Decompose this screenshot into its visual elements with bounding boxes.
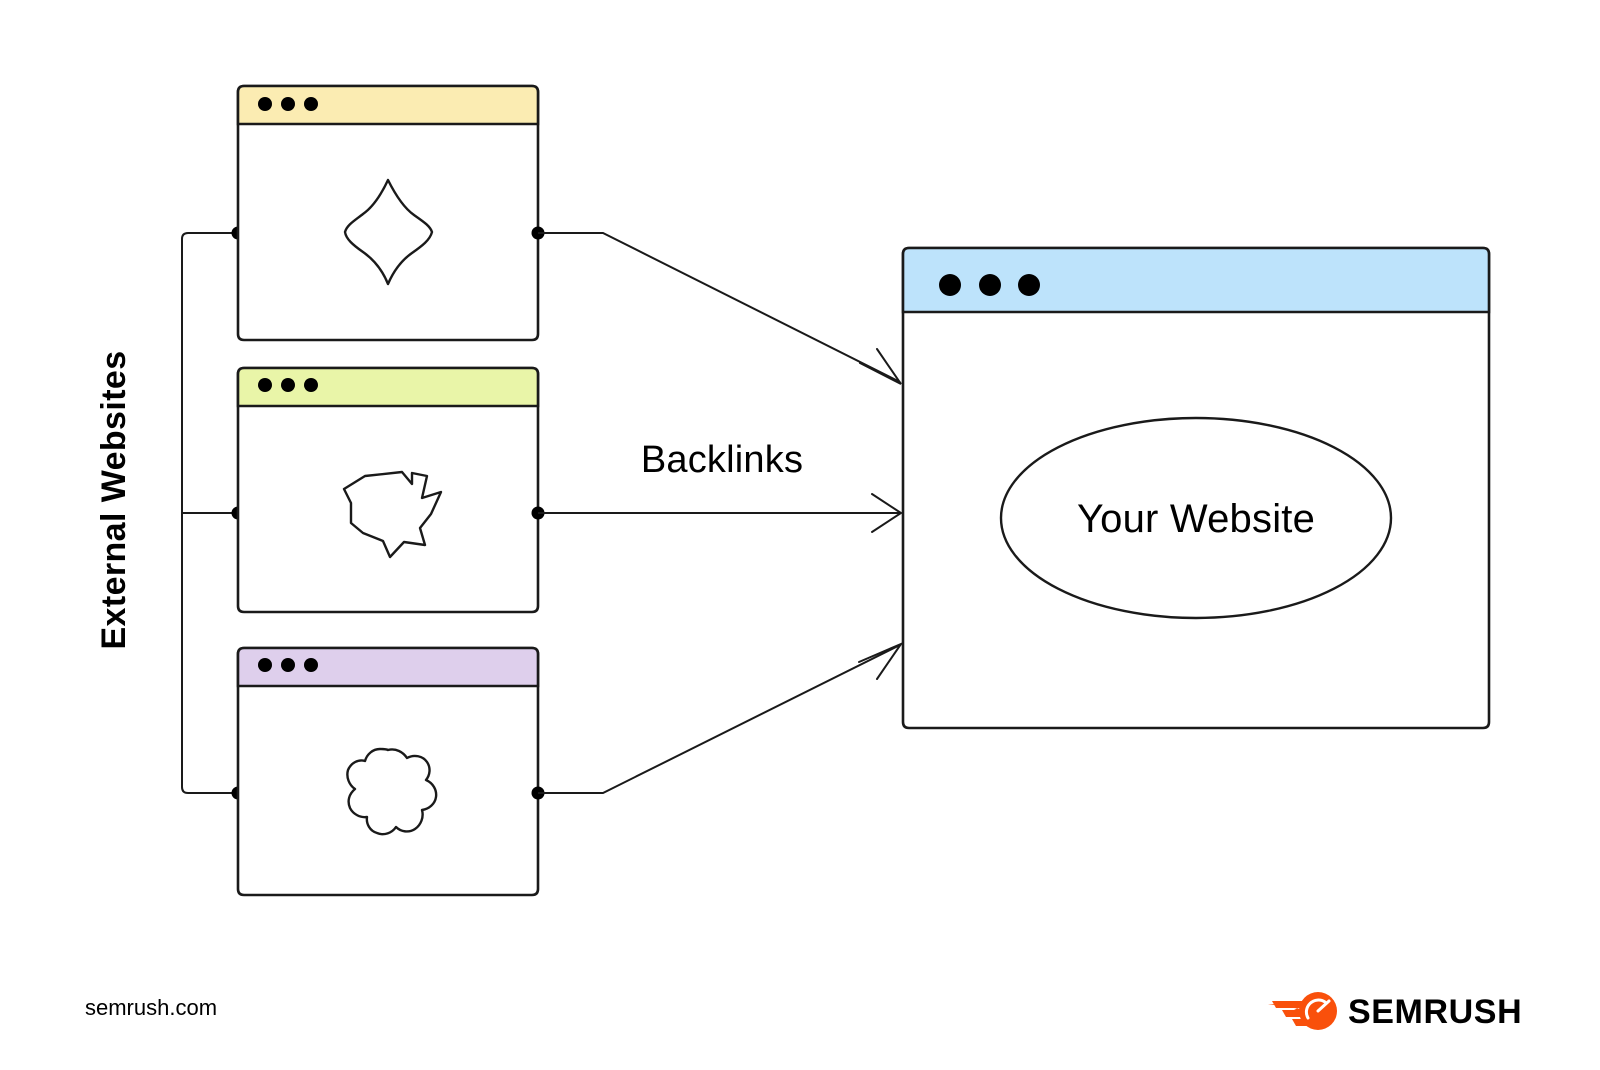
semrush-logo: SEMRUSH	[1268, 992, 1522, 1031]
irregular-blob-icon	[342, 470, 443, 559]
semrush-wordmark: SEMRUSH	[1348, 993, 1522, 1031]
backlink-arrow-1	[531, 226, 902, 385]
your-website-label: Your Website	[1077, 497, 1315, 541]
window-2-titlebar	[236, 366, 540, 408]
backlink-arrow-2	[531, 493, 903, 533]
external-window-3[interactable]	[236, 646, 540, 897]
backlink-arrows: Backlinks	[531, 226, 904, 800]
window-1-titlebar	[236, 84, 540, 126]
window-2-traffic-light-dots	[258, 378, 318, 392]
window-3-traffic-light-dots	[258, 658, 318, 672]
arrow-1-head	[859, 348, 902, 385]
flower-blob-icon	[346, 747, 438, 836]
backlinks-label: Backlinks	[641, 439, 803, 481]
external-window-2[interactable]	[236, 366, 540, 614]
arrow-3-head	[858, 641, 904, 680]
target-window[interactable]: Your Website	[901, 246, 1491, 730]
target-window-traffic-light-dots	[939, 274, 1040, 296]
window-3-titlebar	[236, 646, 540, 688]
target-window-titlebar	[901, 246, 1491, 314]
backlink-arrow-3	[531, 641, 904, 800]
arrow-2-head	[871, 493, 903, 533]
your-website-ellipse	[999, 416, 1393, 620]
external-window-1[interactable]	[236, 84, 540, 342]
diamond-blob-icon	[343, 178, 434, 286]
external-websites-label: External Websites	[95, 350, 133, 649]
window-1-traffic-light-dots	[258, 97, 318, 111]
external-websites-bracket	[181, 226, 245, 800]
source-url: semrush.com	[85, 995, 217, 1020]
